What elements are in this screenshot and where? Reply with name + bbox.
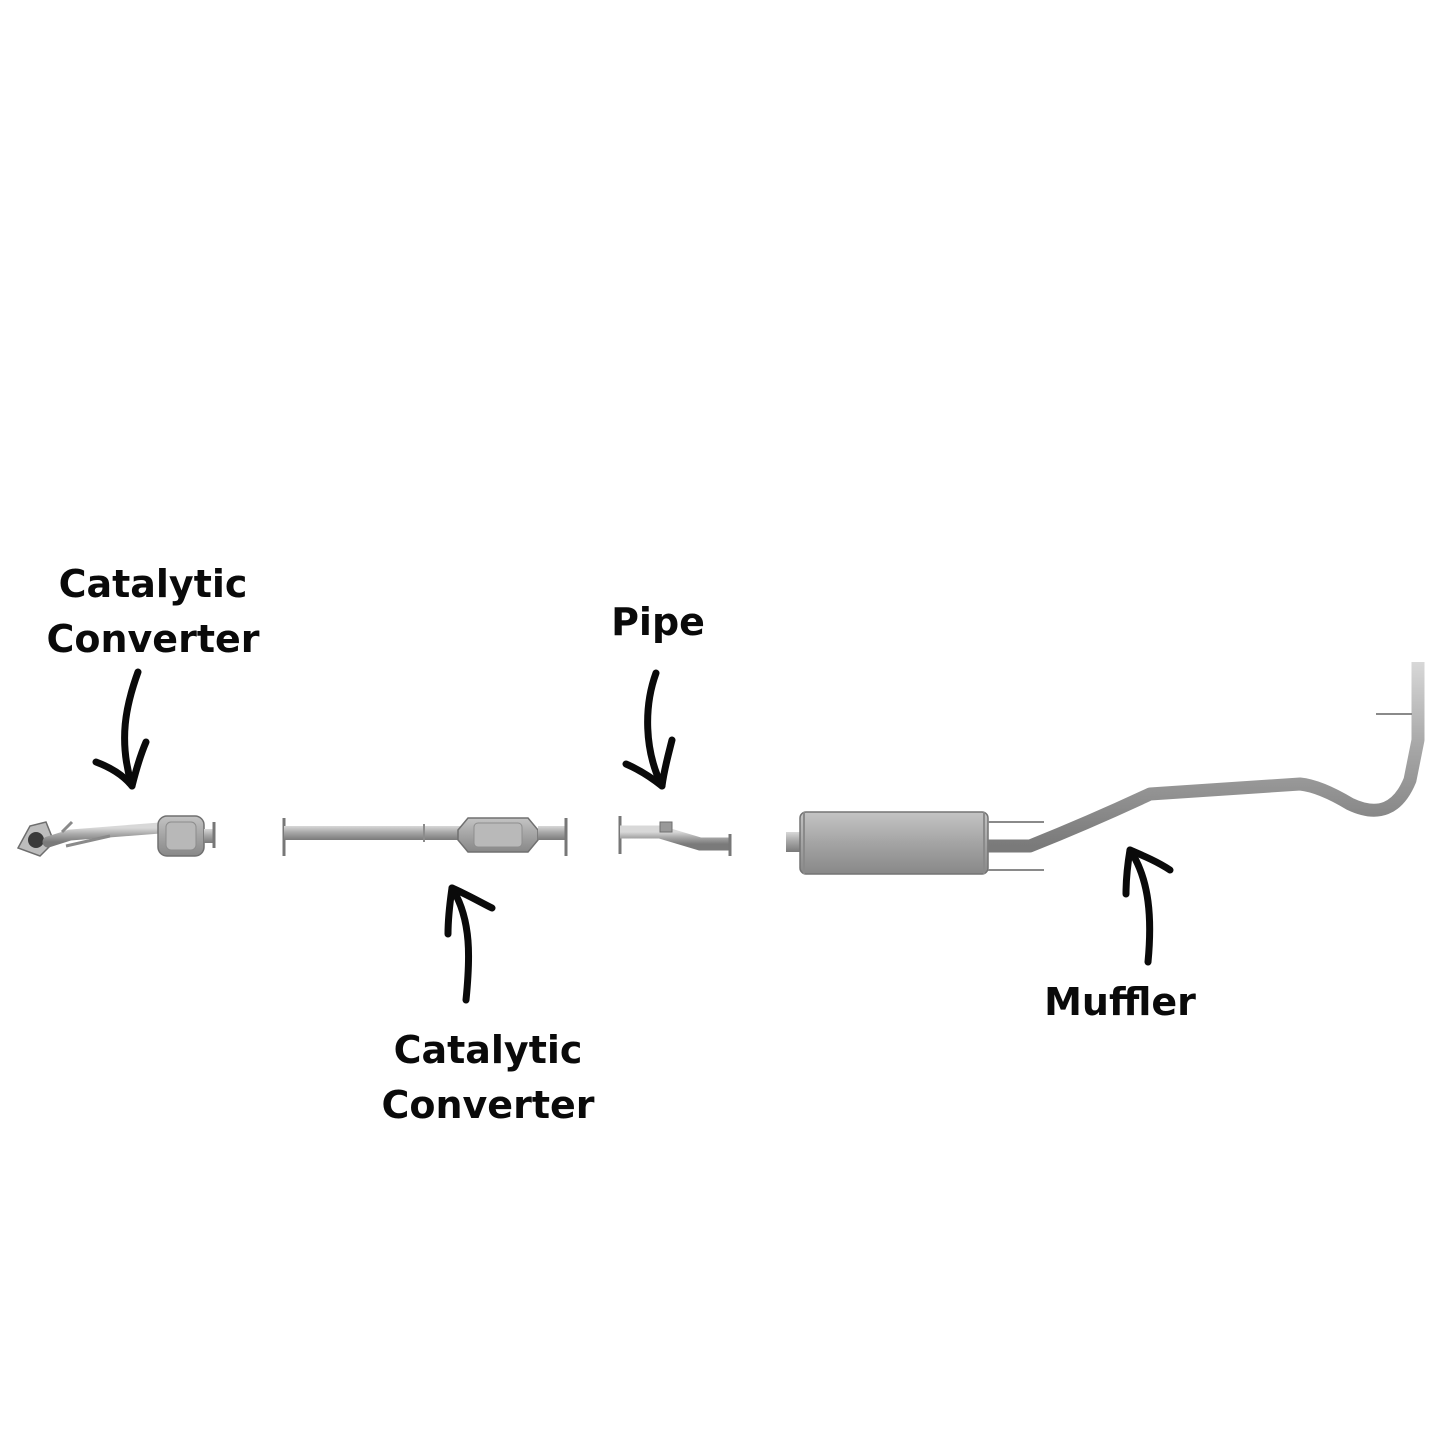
arrow-head: [1122, 846, 1174, 898]
label-line-2: Converter: [381, 1083, 595, 1127]
front-converter-heat-shield: [165, 821, 197, 851]
arrow-mid-catalytic-converter: [444, 884, 496, 1004]
label-line-1: Catalytic: [58, 562, 248, 606]
label-line-2: Converter: [46, 617, 260, 661]
mid-inlet-pipe: [284, 826, 462, 840]
pipe-body: [620, 825, 730, 851]
arrow-head: [622, 736, 676, 790]
label-text: Muffler: [1044, 980, 1196, 1024]
arrow-muffler: [1122, 846, 1174, 966]
muffler-label: Muffler: [1030, 975, 1210, 1030]
muffler-inlet-stub: [786, 832, 802, 852]
mid-converter-heat-shield: [473, 822, 523, 848]
mid-catalytic-converter-part: [282, 817, 568, 856]
arrow-shaft: [121, 668, 142, 790]
arrow-shaft: [644, 669, 666, 790]
arrow-pipe: [622, 669, 676, 790]
muffler-body: [799, 811, 989, 875]
label-text: Pipe: [611, 600, 705, 644]
label-line-1: Catalytic: [393, 1028, 583, 1072]
arrow-head: [444, 884, 496, 938]
muffler-part: [786, 662, 1425, 875]
front-downpipe: [42, 822, 166, 848]
catalytic-converter-front-label: Catalytic Converter: [33, 557, 273, 667]
catalytic-converter-mid-label: Catalytic Converter: [368, 1023, 608, 1133]
front-outlet-pipe: [204, 829, 214, 843]
arrow-front-catalytic-converter: [92, 668, 150, 790]
pipe-label: Pipe: [598, 595, 718, 650]
pipe-hanger-bracket: [659, 821, 673, 833]
flange-opening: [28, 832, 44, 848]
arrow-shaft: [1126, 846, 1154, 966]
intermediate-pipe-part: [618, 816, 732, 856]
arrow-shaft: [448, 884, 473, 1004]
front-catalytic-converter-part: [16, 815, 216, 857]
mid-outlet-pipe: [538, 826, 566, 840]
arrow-head: [92, 738, 150, 790]
tailpipe: [988, 662, 1425, 853]
front-side-bracket: [60, 820, 111, 848]
